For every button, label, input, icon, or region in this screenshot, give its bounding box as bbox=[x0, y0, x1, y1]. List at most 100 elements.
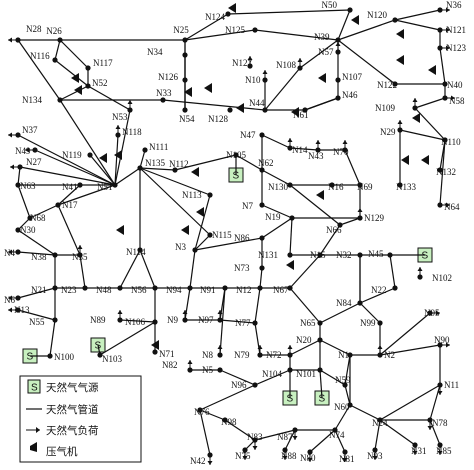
node-n95 bbox=[427, 310, 433, 316]
node-label-n106: N106 bbox=[125, 317, 145, 327]
node-n129 bbox=[357, 215, 363, 221]
node-label-n99: N99 bbox=[360, 318, 376, 328]
compressor-layer bbox=[71, 3, 436, 350]
node-label-n33: N33 bbox=[156, 88, 172, 98]
pipe-n47-n14 bbox=[261, 134, 291, 149]
svg-text:S: S bbox=[233, 171, 240, 182]
pipe-n74-n81 bbox=[334, 429, 346, 453]
node-n135 bbox=[137, 165, 143, 171]
node-label-n95: N95 bbox=[424, 308, 440, 318]
node-n58 bbox=[442, 95, 448, 101]
node-label-n64: N64 bbox=[444, 202, 460, 212]
node-n66 bbox=[337, 222, 343, 228]
compressor-near-n119 bbox=[99, 153, 107, 163]
node-n71 bbox=[152, 349, 158, 355]
node-n108 bbox=[297, 65, 303, 71]
node-n55 bbox=[52, 317, 58, 323]
legend-compressor-label: 压气机 bbox=[46, 445, 78, 458]
node-label-n20: N20 bbox=[296, 335, 312, 345]
pipe-n124-n50 bbox=[227, 9, 351, 15]
node-n74 bbox=[332, 427, 338, 433]
node-n130 bbox=[287, 182, 293, 188]
pipe-n63-n27 bbox=[17, 166, 21, 186]
compressor-near-n40 bbox=[428, 65, 436, 75]
node-label-n86: N86 bbox=[234, 233, 250, 243]
node-n119 bbox=[87, 152, 93, 158]
node-n48 bbox=[117, 285, 123, 291]
node-label-n121: N121 bbox=[446, 25, 466, 35]
node-n118 bbox=[115, 132, 121, 138]
compressor-near-n126 bbox=[184, 87, 192, 97]
svg-text:S: S bbox=[422, 251, 429, 262]
pipe-n50-n39 bbox=[337, 9, 351, 41]
node-label-n30: N30 bbox=[20, 225, 36, 235]
pipe-n17-n68 bbox=[29, 204, 59, 219]
node-label-n58: N58 bbox=[449, 96, 465, 106]
node-label-n90: N90 bbox=[434, 335, 450, 345]
node-n127 bbox=[247, 63, 253, 69]
pipe-n51-n135 bbox=[114, 167, 141, 186]
pipe-n39-n108 bbox=[299, 39, 339, 69]
node-label-n49: N49 bbox=[15, 146, 31, 156]
pipe-n14-n43 bbox=[289, 147, 319, 151]
node-label-n82: N82 bbox=[162, 360, 178, 370]
node-n79 bbox=[257, 352, 263, 358]
node-n4 bbox=[15, 249, 21, 255]
pipe-n15-n67 bbox=[289, 254, 321, 289]
pipe-n24-n93 bbox=[374, 419, 381, 451]
pipe-n39-n122 bbox=[337, 39, 396, 85]
node-n125 bbox=[252, 27, 258, 33]
pipe-n19-n86 bbox=[261, 217, 293, 239]
node-n121 bbox=[437, 27, 443, 33]
node-label-n112: N112 bbox=[169, 159, 189, 169]
pipe-n87-n88 bbox=[284, 429, 296, 451]
node-label-n107: N107 bbox=[342, 72, 362, 82]
pipe-n20-n72 bbox=[289, 339, 321, 356]
pipe-n73-n12 bbox=[259, 267, 263, 289]
compressor-near-n120 bbox=[396, 29, 404, 39]
node-n15 bbox=[317, 252, 323, 258]
pipe-n11-n78 bbox=[429, 384, 441, 421]
pipe-n114-n56 bbox=[139, 249, 156, 289]
pipe-n106-n103 bbox=[99, 321, 156, 356]
pipe-n84-n65 bbox=[319, 302, 361, 324]
pipe-n52-n53 bbox=[87, 85, 131, 111]
node-n75 bbox=[242, 447, 248, 453]
node-label-n102: N102 bbox=[432, 273, 452, 283]
node-label-n29: N29 bbox=[380, 127, 396, 137]
pipe-n24-n31 bbox=[379, 419, 416, 446]
svg-text:S: S bbox=[319, 394, 326, 405]
node-n98 bbox=[222, 417, 228, 423]
node-n91 bbox=[222, 285, 228, 291]
node-label-n127: N127 bbox=[232, 58, 252, 68]
node-n38 bbox=[52, 252, 58, 258]
node-label-n116: N116 bbox=[30, 51, 50, 61]
node-n115 bbox=[207, 232, 213, 238]
node-label-n40: N40 bbox=[447, 80, 463, 90]
node-layer bbox=[15, 7, 448, 458]
compressor-near-n52 bbox=[74, 85, 82, 95]
node-n53 bbox=[127, 107, 133, 113]
node-label-n8: N8 bbox=[202, 350, 213, 360]
pipe-n120-n36 bbox=[394, 9, 441, 21]
node-label-n119: N119 bbox=[62, 150, 82, 160]
node-n76 bbox=[197, 407, 203, 413]
pipe-n134-n52 bbox=[59, 85, 89, 101]
node-n99 bbox=[377, 320, 383, 326]
node-n1 bbox=[347, 352, 353, 358]
node-n27 bbox=[17, 164, 23, 170]
pipe-n2-n90 bbox=[379, 344, 441, 356]
pipe-n26-n117 bbox=[59, 39, 89, 69]
compressor-near-n132 bbox=[421, 155, 429, 165]
compressor-near-n112 bbox=[191, 167, 199, 177]
pipe-n134-n51 bbox=[59, 99, 116, 186]
node-n40 bbox=[442, 81, 448, 87]
node-label-n122: N122 bbox=[377, 80, 397, 90]
node-label-n128: N128 bbox=[208, 114, 228, 124]
node-n32 bbox=[357, 252, 363, 258]
pipe-n116-n52 bbox=[54, 59, 89, 87]
pipe-n1-n59 bbox=[344, 354, 351, 386]
pipe-n104-n96 bbox=[254, 369, 291, 386]
node-n19 bbox=[289, 215, 295, 221]
